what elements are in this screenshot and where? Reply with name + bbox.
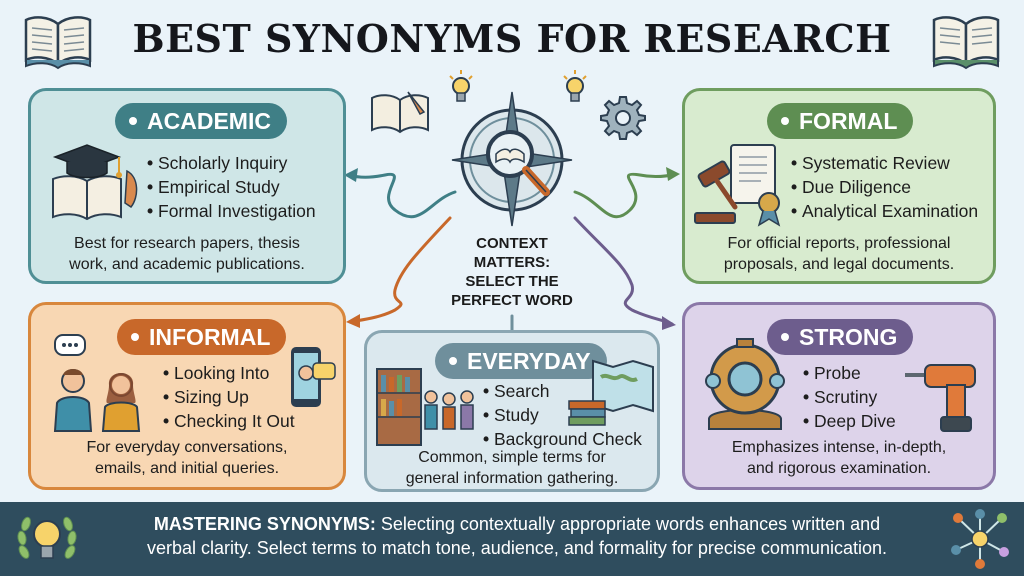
- footer-banner: [0, 502, 1024, 576]
- power-drill-icon: [905, 364, 976, 432]
- strong-list: Probe Scrutiny Deep Dive: [803, 361, 896, 433]
- informal-description: For everyday conversations, emails, and …: [39, 437, 335, 479]
- academic-label: ACADEMIC: [115, 103, 287, 139]
- center-message: CONTEXT MATTERS: SELECT THE PERFECT WORD: [432, 234, 592, 310]
- formal-list: Systematic Review Due Diligence Analytic…: [791, 151, 978, 223]
- formal-description: For official reports, professional propo…: [691, 233, 987, 275]
- formal-label: FORMAL: [767, 103, 914, 139]
- list-item: Probe: [803, 361, 896, 385]
- lightbulb-icon: [449, 70, 473, 102]
- list-item: Study: [483, 403, 642, 427]
- library-people-icon: [376, 368, 474, 446]
- footer-line: verbal clarity. Select terms to match to…: [147, 538, 887, 558]
- footer-message: MASTERING SYNONYMS: Selecting contextual…: [86, 512, 948, 560]
- list-item: Due Diligence: [791, 175, 978, 199]
- list-item: Systematic Review: [791, 151, 978, 175]
- gear-icon: [600, 96, 646, 140]
- list-item: Empirical Study: [147, 175, 316, 199]
- strong-label: STRONG: [767, 319, 914, 355]
- description-line: proposals, and legal documents.: [723, 256, 955, 273]
- description-line: For everyday conversations,: [86, 439, 288, 456]
- center-line: PERFECT WORD: [451, 292, 573, 309]
- list-item: Looking Into: [163, 361, 295, 385]
- informal-card: INFORMAL Looking Into Sizing Up Checking…: [28, 302, 346, 490]
- everyday-description: Common, simple terms for general informa…: [371, 447, 653, 489]
- strong-description: Emphasizes intense, in-depth, and rigoro…: [691, 437, 987, 479]
- open-book-icon: [932, 16, 1000, 70]
- informal-label: INFORMAL: [117, 319, 287, 355]
- gavel-document-icon: [694, 144, 781, 227]
- footer-heading: MASTERING SYNONYMS:: [153, 514, 376, 534]
- graduation-cap-book-icon: [52, 144, 138, 221]
- description-line: and rigorous examination.: [746, 460, 932, 477]
- academic-description: Best for research papers, thesis work, a…: [39, 233, 335, 275]
- open-book-quill-icon: [371, 91, 429, 134]
- list-item: Sizing Up: [163, 385, 295, 409]
- strong-card: STRONG Probe Scrutiny Deep Dive Emphasiz…: [682, 302, 996, 490]
- lightbulb-icon: [563, 70, 587, 102]
- description-line: Common, simple terms for: [418, 449, 606, 466]
- center-line: SELECT THE: [465, 273, 559, 290]
- description-line: general information gathering.: [405, 470, 619, 487]
- description-line: Best for research papers, thesis: [74, 235, 300, 252]
- compass-magnifier-icon: [451, 91, 573, 227]
- list-item: Deep Dive: [803, 409, 896, 433]
- center-line: CONTEXT: [476, 235, 548, 252]
- network-nodes-icon: [951, 509, 1009, 569]
- formal-card: FORMAL Systematic Review Due Diligence A…: [682, 88, 996, 284]
- list-item: Checking It Out: [163, 409, 295, 433]
- list-item: Formal Investigation: [147, 199, 316, 223]
- list-item: Background Check: [483, 427, 642, 451]
- description-line: emails, and initial queries.: [94, 460, 280, 477]
- description-line: Emphasizes intense, in-depth,: [731, 439, 947, 456]
- list-item: Analytical Examination: [791, 199, 978, 223]
- list-item: Scholarly Inquiry: [147, 151, 316, 175]
- smartphone-chat-icon: [291, 347, 336, 407]
- footer-text: Selecting contextually appropriate words…: [375, 514, 881, 534]
- everyday-card: EVERYDAY Search Study Background Check C…: [364, 330, 660, 492]
- lightbulb-laurel-icon: [17, 516, 77, 559]
- description-line: For official reports, professional: [727, 235, 951, 252]
- people-chat-icon: [53, 334, 141, 432]
- page-title: BEST SYNONYMS FOR RESEARCH: [132, 16, 892, 61]
- diving-helmet-icon: [705, 338, 785, 430]
- list-item: Scrutiny: [803, 385, 896, 409]
- description-line: work, and academic publications.: [69, 256, 305, 273]
- list-item: Search: [483, 379, 642, 403]
- everyday-label: EVERYDAY: [435, 343, 607, 379]
- footer-line: MASTERING SYNONYMS: Selecting contextual…: [86, 512, 948, 536]
- academic-card: ACADEMIC Scholarly Inquiry Empirical Stu…: [28, 88, 346, 284]
- open-book-icon: [24, 16, 92, 70]
- informal-list: Looking Into Sizing Up Checking It Out: [163, 361, 295, 433]
- center-line: MATTERS:: [473, 254, 551, 271]
- everyday-list: Search Study Background Check: [483, 379, 642, 451]
- academic-list: Scholarly Inquiry Empirical Study Formal…: [147, 151, 316, 223]
